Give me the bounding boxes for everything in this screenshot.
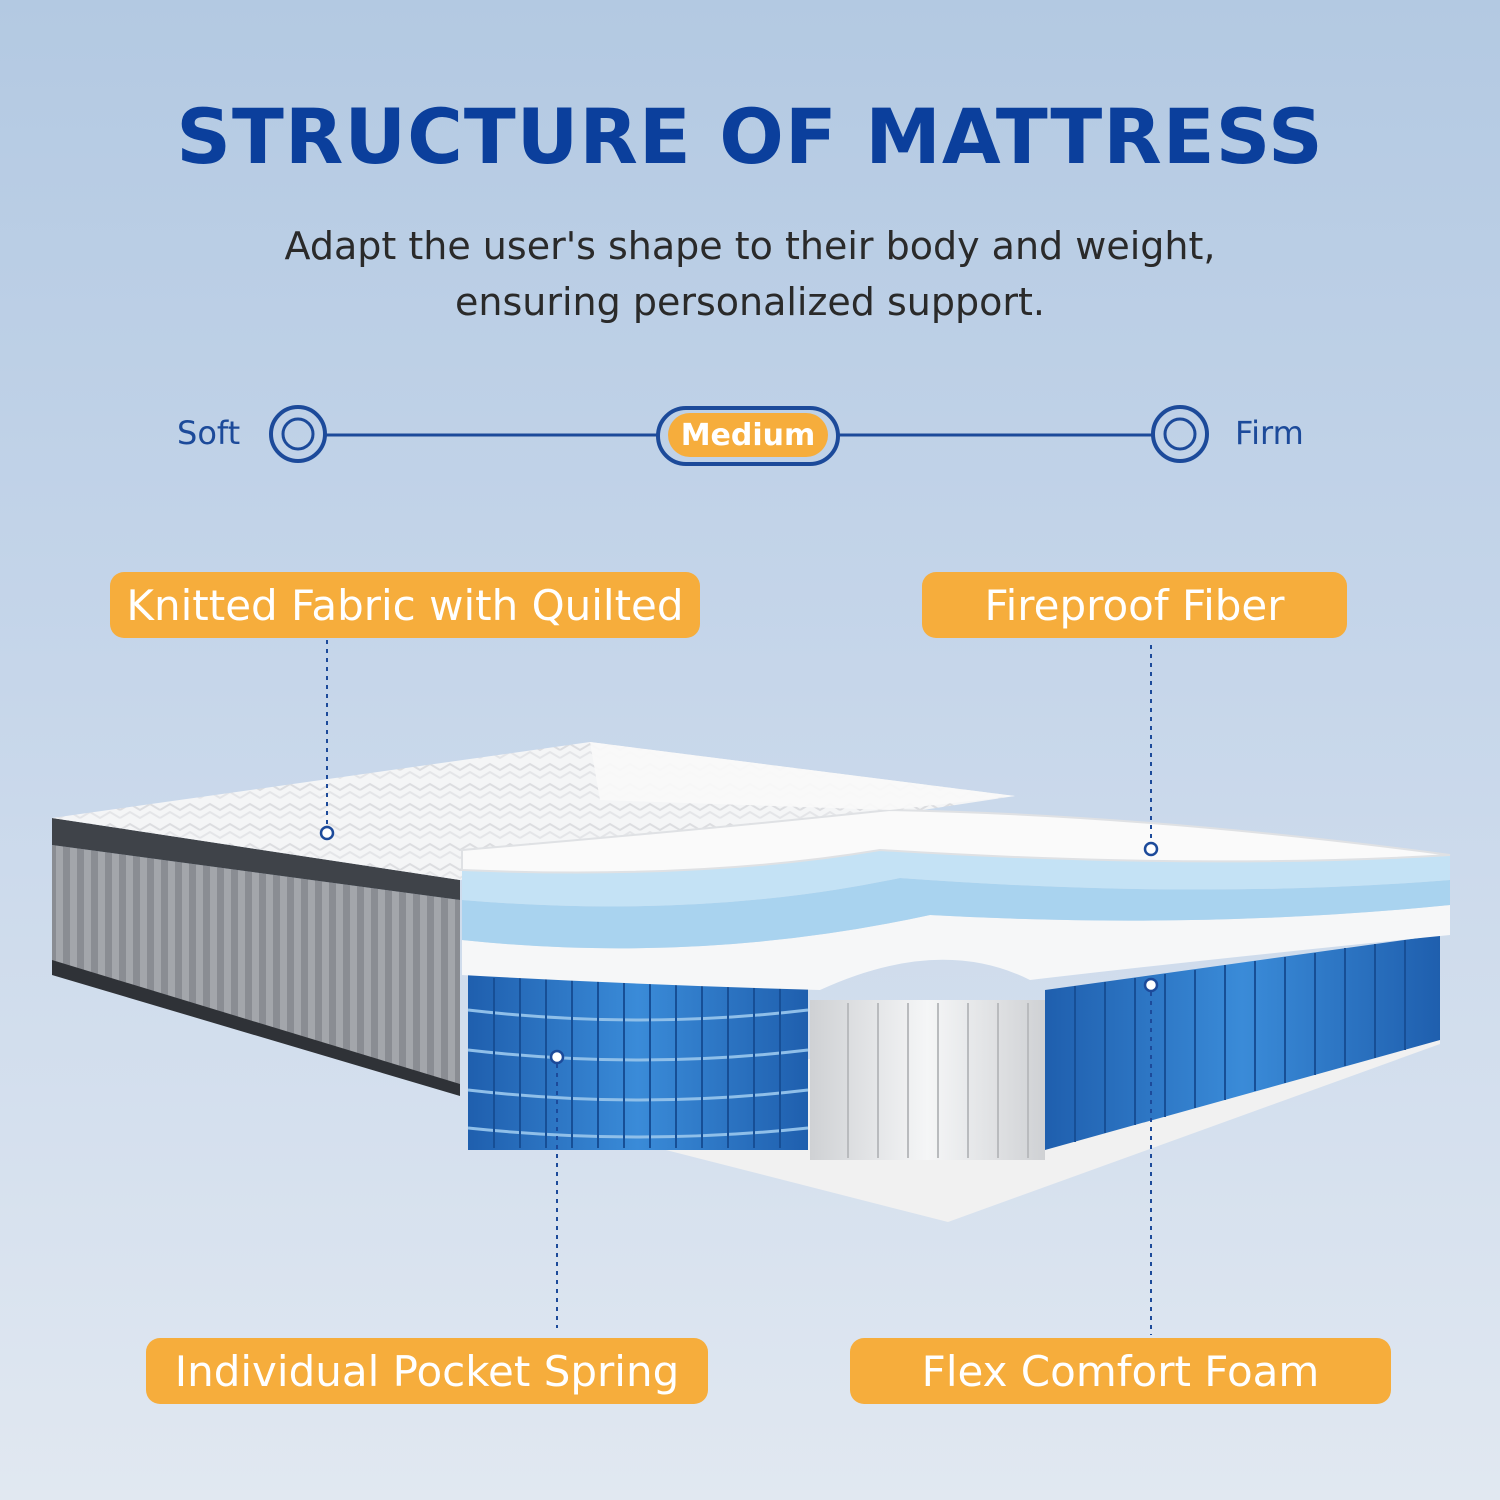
soft-label: Soft <box>177 414 241 452</box>
side-panel-ticking <box>52 845 460 1092</box>
medium-selected-badge: Medium <box>668 413 828 457</box>
marker-dot-fireproof <box>1143 841 1159 857</box>
pillow-top-border <box>52 818 460 900</box>
marker-dot-knitted <box>319 825 335 841</box>
firm-label: Firm <box>1235 414 1304 452</box>
pocket-springs-left <box>467 975 809 1150</box>
marker-dot-spring <box>549 1049 565 1065</box>
gel-foam-layer-upper <box>462 850 1450 907</box>
bottom-piping <box>52 960 460 1096</box>
page-subtitle: Adapt the user's shape to their body and… <box>284 224 1216 324</box>
tag-flex-comfort-foam: Flex Comfort Foam <box>850 1338 1391 1404</box>
tag-pocket-spring: Individual Pocket Spring <box>146 1338 708 1404</box>
tag-knitted-fabric: Knitted Fabric with Quilted <box>110 572 700 638</box>
marker-dot-foam <box>1143 977 1159 993</box>
flex-comfort-foam-layer <box>462 905 1450 990</box>
fireproof-fiber-layer <box>461 808 1451 874</box>
pocket-springs-center <box>810 1000 1045 1160</box>
gel-foam-layer-lower <box>462 878 1450 949</box>
page-title: STRUCTURE OF MATTRESS <box>176 92 1324 181</box>
tag-fireproof-fiber: Fireproof Fiber <box>922 572 1347 638</box>
pocket-springs-right <box>1045 935 1440 1150</box>
